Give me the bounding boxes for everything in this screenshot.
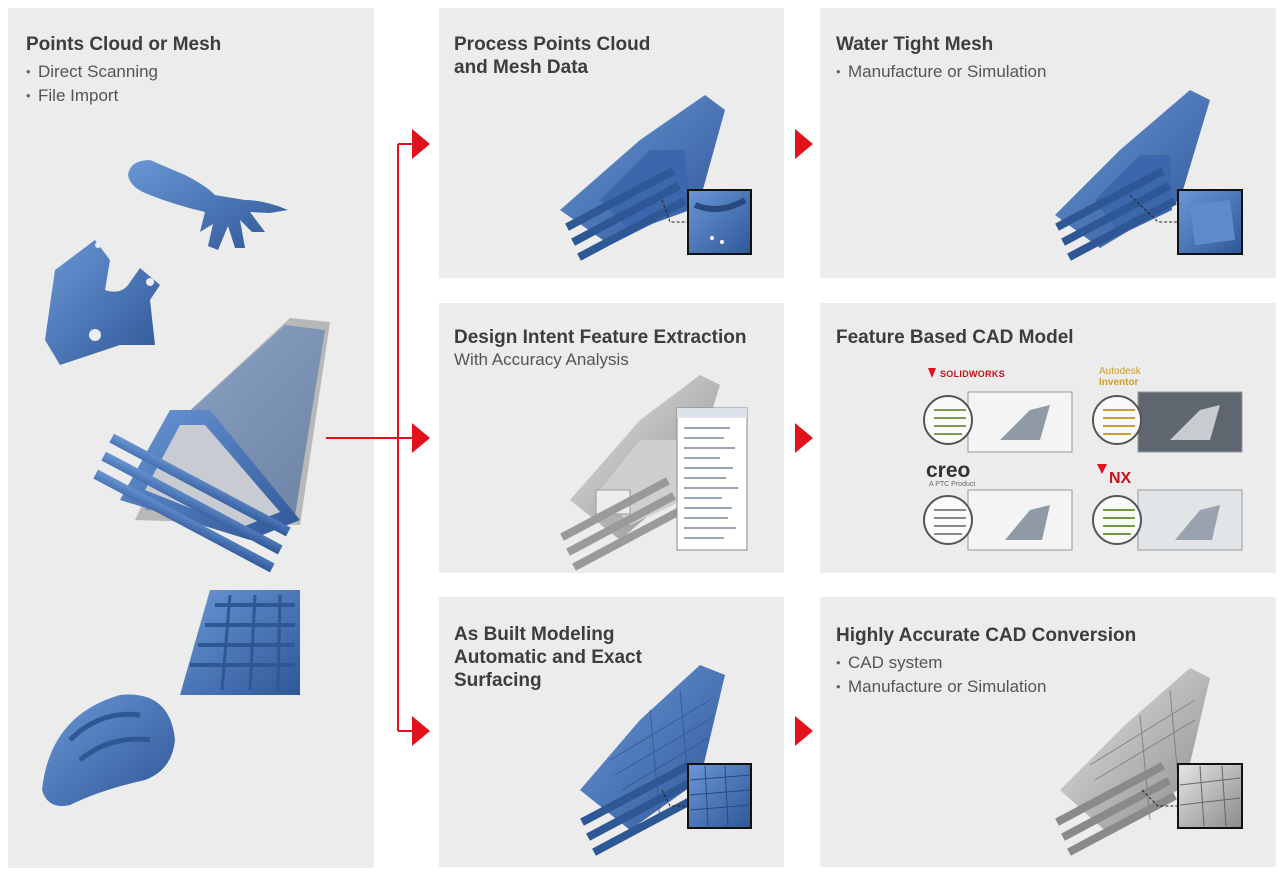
- creo-screenshot: [923, 489, 1073, 551]
- nx-logo-icon: [1097, 464, 1107, 474]
- arrow-right-icon: [412, 129, 430, 159]
- feature-extraction-model-icon: [560, 375, 748, 571]
- card-title: Water Tight Mesh: [836, 34, 994, 55]
- bullet-item: CAD system: [836, 651, 1046, 675]
- solidworks-screenshot: [923, 391, 1073, 453]
- as-built-surface-icon: [580, 665, 752, 856]
- input-panel-bullets: Direct Scanning File Import: [26, 60, 158, 108]
- helmet-scan-icon: [42, 694, 175, 806]
- creo-logo: creo: [926, 459, 971, 482]
- bullet-item: Direct Scanning: [26, 60, 158, 84]
- branch-lines: [326, 143, 412, 732]
- inventor-logo: Inventor: [1099, 377, 1139, 388]
- creo-subtitle: A PTC Product: [929, 481, 976, 488]
- card-title: Design Intent Feature Extraction: [454, 327, 747, 348]
- arrow-right-icon: [795, 129, 813, 159]
- hand-scan-icon: [128, 160, 288, 250]
- card-subtitle: With Accuracy Analysis: [454, 350, 629, 369]
- tire-tread-scan-icon: [180, 590, 300, 695]
- cad-conversion-blade-icon: [1055, 668, 1243, 856]
- card-title: Process Points Cloud and Mesh Data: [454, 34, 651, 78]
- arrow-right-icon: [795, 423, 813, 453]
- blade-mesh-icon: [560, 95, 752, 261]
- bracket-part-icon: [45, 240, 160, 365]
- card-bullets: CAD system Manufacture or Simulation: [836, 651, 1046, 699]
- inventor-screenshot: [1092, 391, 1243, 453]
- solidworks-logo: SOLIDWORKS: [940, 369, 1005, 379]
- nx-logo: NX: [1109, 470, 1132, 487]
- bullet-item: File Import: [26, 84, 158, 108]
- card-title: Feature Based CAD Model: [836, 327, 1074, 348]
- watertight-blade-icon: [1055, 90, 1243, 261]
- arrow-right-icon: [412, 423, 430, 453]
- autodesk-logo: Autodesk: [1099, 366, 1141, 377]
- arrow-right-icon: [795, 716, 813, 746]
- input-panel-title: Points Cloud or Mesh: [26, 34, 222, 55]
- solidworks-logo-icon: [928, 368, 936, 378]
- bullet-item: Manufacture or Simulation: [836, 675, 1046, 699]
- card-title: Highly Accurate CAD Conversion: [836, 625, 1137, 646]
- arrow-right-icon: [412, 716, 430, 746]
- card-bullets: Manufacture or Simulation: [836, 60, 1046, 84]
- turbine-blade-scan-icon: [93, 318, 330, 573]
- nx-screenshot: [1092, 489, 1243, 551]
- bullet-item: Manufacture or Simulation: [836, 60, 1046, 84]
- card-title: As Built Modeling Automatic and Exact Su…: [454, 624, 642, 691]
